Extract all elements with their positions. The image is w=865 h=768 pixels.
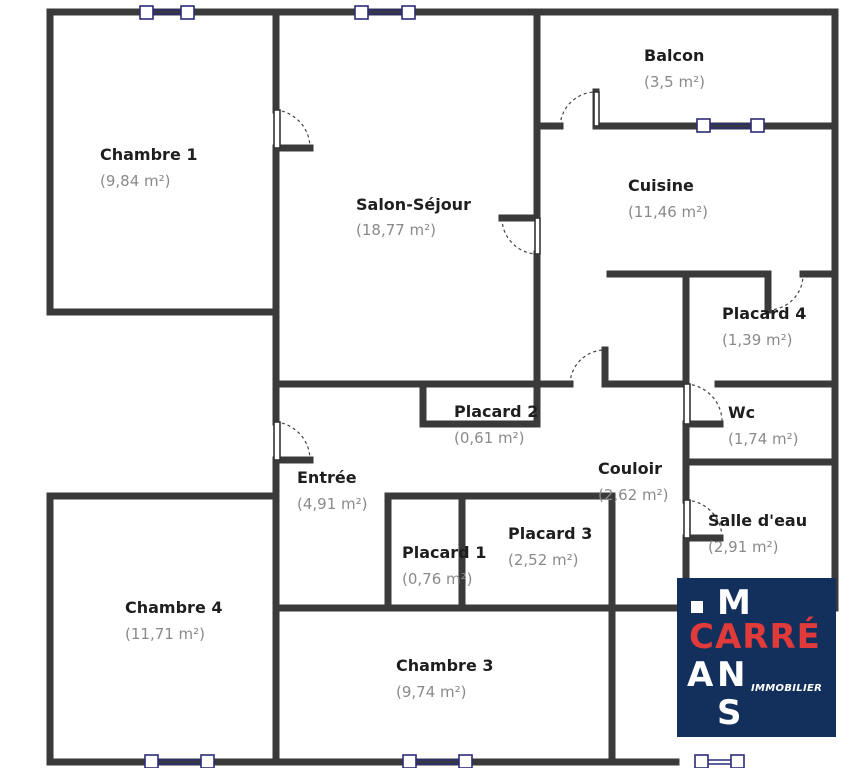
room-name-chambre-1: Chambre 1 bbox=[100, 145, 198, 164]
room-name-entree: Entrée bbox=[297, 468, 357, 487]
room-name-balcon: Balcon bbox=[644, 46, 704, 65]
room-name-chambre-3: Chambre 3 bbox=[396, 656, 494, 675]
room-area-couloir: (2,62 m²) bbox=[598, 486, 669, 504]
window-top-middle bbox=[354, 5, 416, 20]
window-bottom-left bbox=[144, 754, 215, 768]
room-area-wc: (1,74 m²) bbox=[728, 430, 799, 448]
room-name-placard-4: Placard 4 bbox=[722, 304, 806, 323]
logo-letter-a: A bbox=[687, 655, 715, 695]
logo-carre: CARRÉ bbox=[689, 617, 821, 657]
room-name-salon-sejour: Salon-Séjour bbox=[356, 195, 471, 214]
room-area-placard-1: (0,76 m²) bbox=[402, 570, 473, 588]
room-name-cuisine: Cuisine bbox=[628, 176, 694, 195]
logo-square-icon bbox=[691, 601, 703, 613]
room-name-salle-deau: Salle d'eau bbox=[708, 511, 807, 530]
room-labels: Chambre 1 (9,84 m²) Salon-Séjour (18,77 … bbox=[100, 46, 807, 701]
room-name-placard-3: Placard 3 bbox=[508, 524, 592, 543]
room-name-placard-1: Placard 1 bbox=[402, 543, 486, 562]
logo-letter-n: N bbox=[717, 655, 747, 695]
room-area-chambre-4: (11,71 m²) bbox=[125, 625, 205, 643]
room-area-salle-deau: (2,91 m²) bbox=[708, 538, 779, 556]
logo-letter-s: S bbox=[717, 693, 743, 733]
window-bottom-right bbox=[694, 754, 745, 768]
room-area-placard-2: (0,61 m²) bbox=[454, 429, 525, 447]
room-area-salon-sejour: (18,77 m²) bbox=[356, 221, 436, 239]
window-top-left bbox=[139, 5, 195, 20]
windows bbox=[139, 5, 765, 768]
room-name-placard-2: Placard 2 bbox=[454, 402, 538, 421]
room-area-placard-4: (1,39 m²) bbox=[722, 331, 793, 349]
window-balcon bbox=[696, 118, 765, 133]
room-area-chambre-3: (9,74 m²) bbox=[396, 683, 467, 701]
agency-logo: M CARRÉ A N S IMMOBILIER bbox=[677, 578, 836, 737]
window-bottom-middle bbox=[402, 754, 473, 768]
room-name-couloir: Couloir bbox=[598, 459, 662, 478]
room-area-placard-3: (2,52 m²) bbox=[508, 551, 579, 569]
doors bbox=[273, 91, 804, 539]
logo-letter-m: M bbox=[717, 583, 752, 623]
room-area-balcon: (3,5 m²) bbox=[644, 73, 705, 91]
room-area-entree: (4,91 m²) bbox=[297, 495, 368, 513]
room-name-chambre-4: Chambre 4 bbox=[125, 598, 223, 617]
room-name-wc: Wc bbox=[728, 403, 755, 422]
logo-tagline: IMMOBILIER bbox=[751, 683, 823, 694]
room-area-chambre-1: (9,84 m²) bbox=[100, 172, 171, 190]
room-area-cuisine: (11,46 m²) bbox=[628, 203, 708, 221]
